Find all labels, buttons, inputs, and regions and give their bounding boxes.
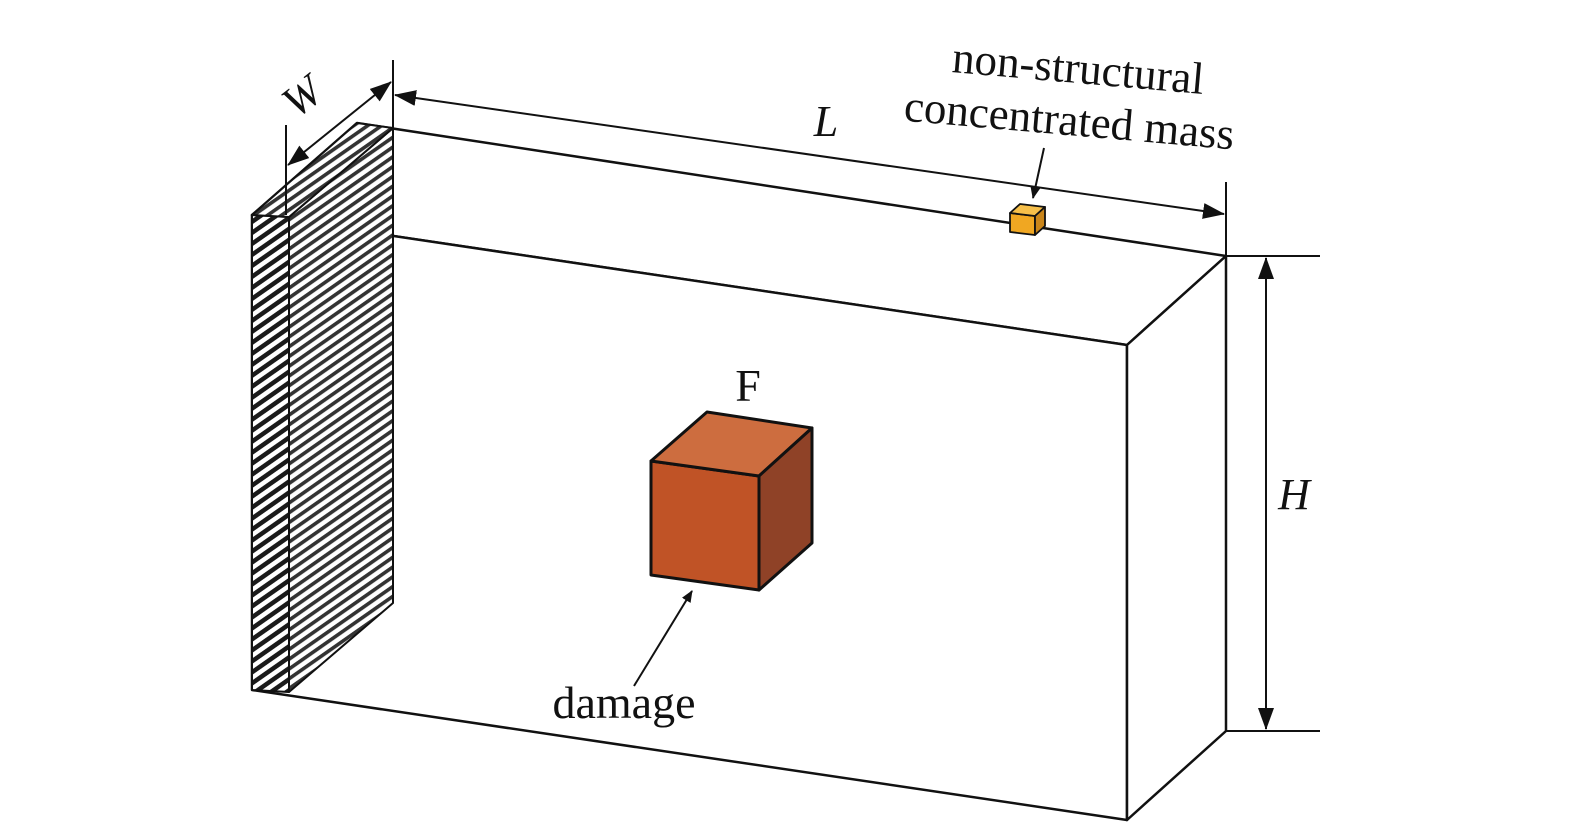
plate-right-face <box>1125 254 1228 822</box>
dimension-length <box>394 90 1227 258</box>
damage-caption: damage <box>552 677 695 728</box>
dimension-height <box>1226 255 1320 732</box>
height-label: H <box>1277 470 1312 519</box>
width-label: W <box>273 64 335 127</box>
laminate-edge <box>251 122 394 693</box>
width-dimension-line <box>287 81 392 166</box>
mass-side-face <box>1034 206 1046 236</box>
mass-pointer-arrow <box>1030 147 1045 199</box>
damage-front-face <box>649 459 761 592</box>
length-label: L <box>813 97 838 146</box>
damage-pointer-arrow <box>633 590 693 687</box>
damage-side-face <box>757 426 814 592</box>
length-dimension-line <box>394 90 1225 219</box>
laminate-front-strip <box>251 214 290 693</box>
damage-id-label: F <box>735 360 761 411</box>
damage-cube <box>649 410 814 592</box>
laminate-end-face <box>288 127 394 693</box>
concentrated-mass <box>1009 203 1046 236</box>
dimension-width <box>285 60 394 215</box>
